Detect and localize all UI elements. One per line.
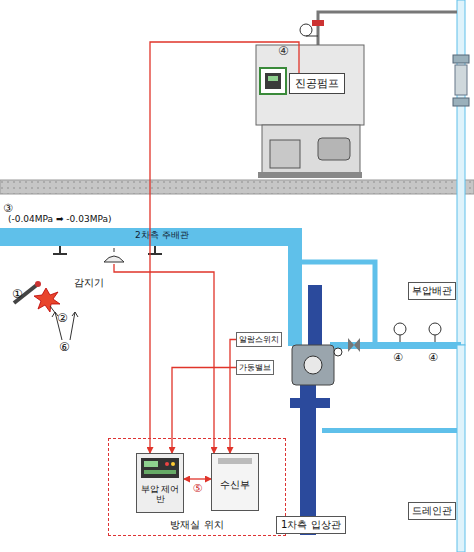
pipe-label-box: 부압배관 [408,282,456,300]
node-text: 부압 제어반 [139,484,181,505]
pipe-name: 2차측 주배관 [135,231,189,241]
node-text: 드레인관 [412,504,452,518]
signal-wire [114,264,214,453]
callout-number: ④ [428,352,438,364]
riser-label-box: 1차측 입상관 [276,516,346,534]
callout-number: ④ [393,352,403,364]
receiver-panel: 수신부 [211,453,259,511]
signal-wire [150,42,299,453]
edge-label: ⑤ [192,483,204,495]
signal-wire [230,340,236,454]
callout-number: ⑥ [59,341,70,354]
signal-wire [184,478,211,479]
node-text: 방재실 위치 [109,518,285,532]
alarm-switch-box: 알람스위치 [236,332,282,347]
node-text: 진공펌프 [295,76,339,91]
callout-number: ② [57,312,68,325]
pump-label-box: 진공펌프 [289,73,345,94]
pressure-note: (-0.04MPa ➡ -0.03MPa) [8,215,111,225]
node-text: 가동밸브 [239,362,271,373]
node-text: 알람스위치 [239,334,279,345]
callout-number: ① [12,288,23,301]
drain-label-box: 드레인관 [408,502,456,520]
callout-number: ④ [278,45,289,58]
detector: 감지기 [100,248,128,264]
node-text: 수신부 [212,478,258,492]
valve-box: 가동밸브 [236,360,274,375]
node-text: 1차측 입상관 [281,518,341,532]
callout-number: ③ [3,203,13,215]
pressure-control-panel: 부압 제어반 [136,453,184,513]
signal-wire [172,368,236,454]
node-text: 감지기 [74,276,104,290]
node-text: 부압배관 [412,284,452,298]
